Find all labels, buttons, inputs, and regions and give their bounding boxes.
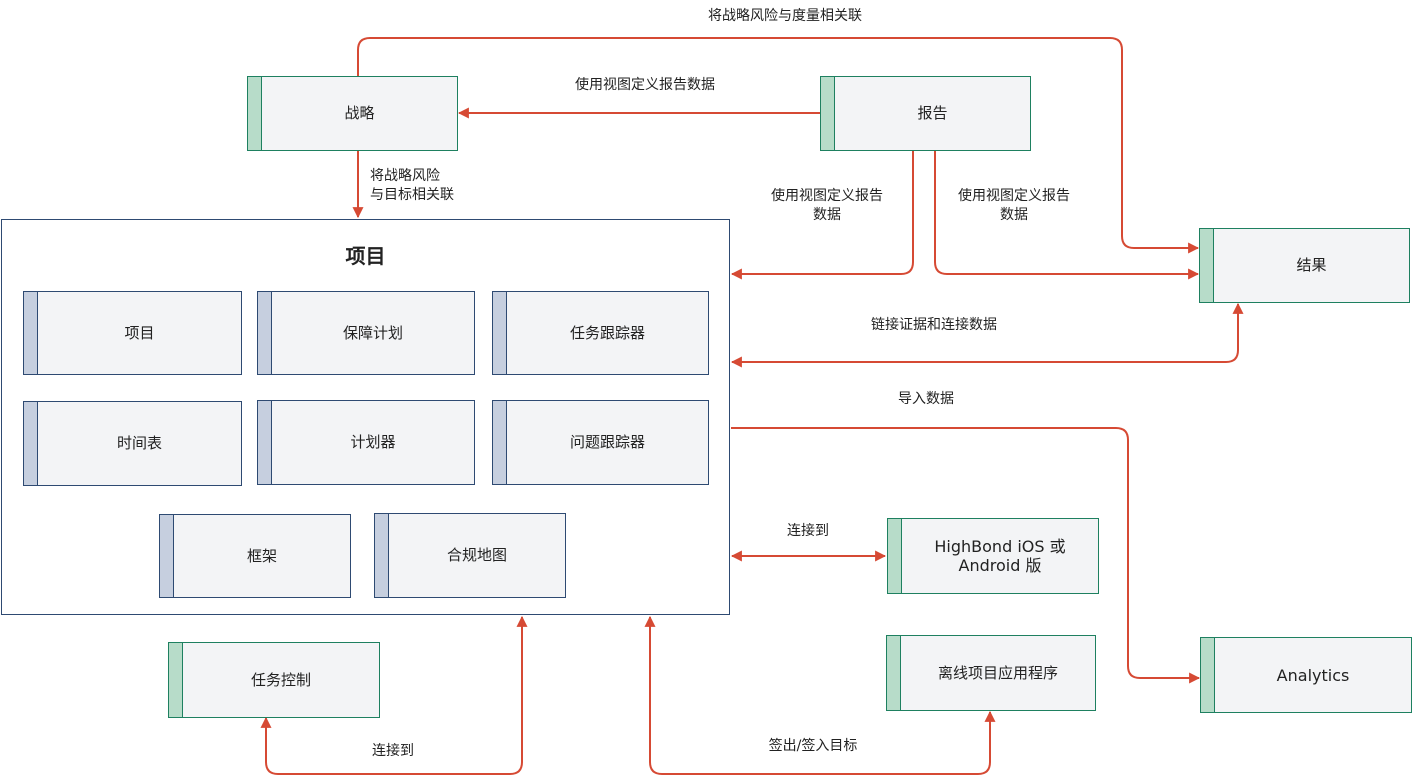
results-node[interactable]: 结果 xyxy=(1199,228,1410,303)
edge-label-report-to-results: 使用视图定义报告 数据 xyxy=(958,188,1070,223)
offline-app-node[interactable]: 离线项目应用程序 xyxy=(886,635,1096,711)
module-assurance-plan[interactable]: 保障计划 xyxy=(257,291,475,375)
edge-label-strategy-to-results: 将战略风险与度量相关联 xyxy=(708,8,862,24)
highbond-mobile-node[interactable]: HighBond iOS 或 Android 版 xyxy=(887,518,1099,594)
node-tab xyxy=(888,519,902,593)
module-label: 项目 xyxy=(124,323,155,342)
strategy-node[interactable]: 战略 xyxy=(247,76,458,151)
module-tab xyxy=(493,401,507,484)
module-label: 保障计划 xyxy=(342,323,403,342)
report-label: 报告 xyxy=(917,104,948,122)
node-tab xyxy=(821,77,835,150)
edge-label-connect-mobile: 连接到 xyxy=(787,523,829,539)
task-control-label: 任务控制 xyxy=(250,670,311,689)
module-timesheet[interactable]: 时间表 xyxy=(23,401,242,486)
module-tab xyxy=(258,292,272,374)
projects-container-title: 项目 xyxy=(345,244,386,268)
module-tab xyxy=(160,515,174,597)
module-tab xyxy=(493,292,507,374)
edge-label-strategy-to-projects: 将战略风险 与目标相关联 xyxy=(370,168,454,203)
module-tab xyxy=(258,401,272,484)
module-tab xyxy=(24,402,38,485)
node-tab xyxy=(1201,638,1215,712)
analytics-label: Analytics xyxy=(1276,665,1350,685)
module-label: 任务跟踪器 xyxy=(569,323,645,342)
module-label: 时间表 xyxy=(116,434,162,452)
module-task-tracker[interactable]: 任务跟踪器 xyxy=(492,291,709,375)
module-tab xyxy=(24,292,38,374)
task-control-node[interactable]: 任务控制 xyxy=(168,642,380,718)
edge-label-report-to-strategy: 使用视图定义报告数据 xyxy=(575,77,715,93)
highbond-mobile-label: HighBond iOS 或 Android 版 xyxy=(934,537,1066,575)
results-label: 结果 xyxy=(1296,256,1327,274)
strategy-label: 战略 xyxy=(344,104,375,122)
module-compliance-map[interactable]: 合规地图 xyxy=(374,513,566,598)
edge-label-results-projects-link: 链接证据和连接数据 xyxy=(871,317,997,333)
offline-app-label: 离线项目应用程序 xyxy=(937,663,1058,682)
edge-label-report-to-projects: 使用视图定义报告 数据 xyxy=(771,188,883,223)
analytics-node[interactable]: Analytics xyxy=(1200,637,1412,713)
module-tab xyxy=(375,514,389,597)
module-label: 合规地图 xyxy=(446,546,507,564)
module-label: 问题跟踪器 xyxy=(569,433,645,451)
edge-label-connect-task-control: 连接到 xyxy=(372,743,414,759)
node-tab xyxy=(1200,229,1214,302)
module-label: 计划器 xyxy=(350,433,396,451)
module-framework[interactable]: 框架 xyxy=(159,514,351,598)
edge-label-import-data: 导入数据 xyxy=(898,391,954,407)
edge-label-check-out-in: 签出/签入目标 xyxy=(768,738,858,754)
module-label: 框架 xyxy=(246,546,277,565)
module-issue-tracker[interactable]: 问题跟踪器 xyxy=(492,400,709,485)
report-node[interactable]: 报告 xyxy=(820,76,1031,151)
node-tab xyxy=(248,77,262,150)
module-planner[interactable]: 计划器 xyxy=(257,400,475,485)
node-tab xyxy=(887,636,901,710)
module-project[interactable]: 项目 xyxy=(23,291,242,375)
node-tab xyxy=(169,643,183,717)
